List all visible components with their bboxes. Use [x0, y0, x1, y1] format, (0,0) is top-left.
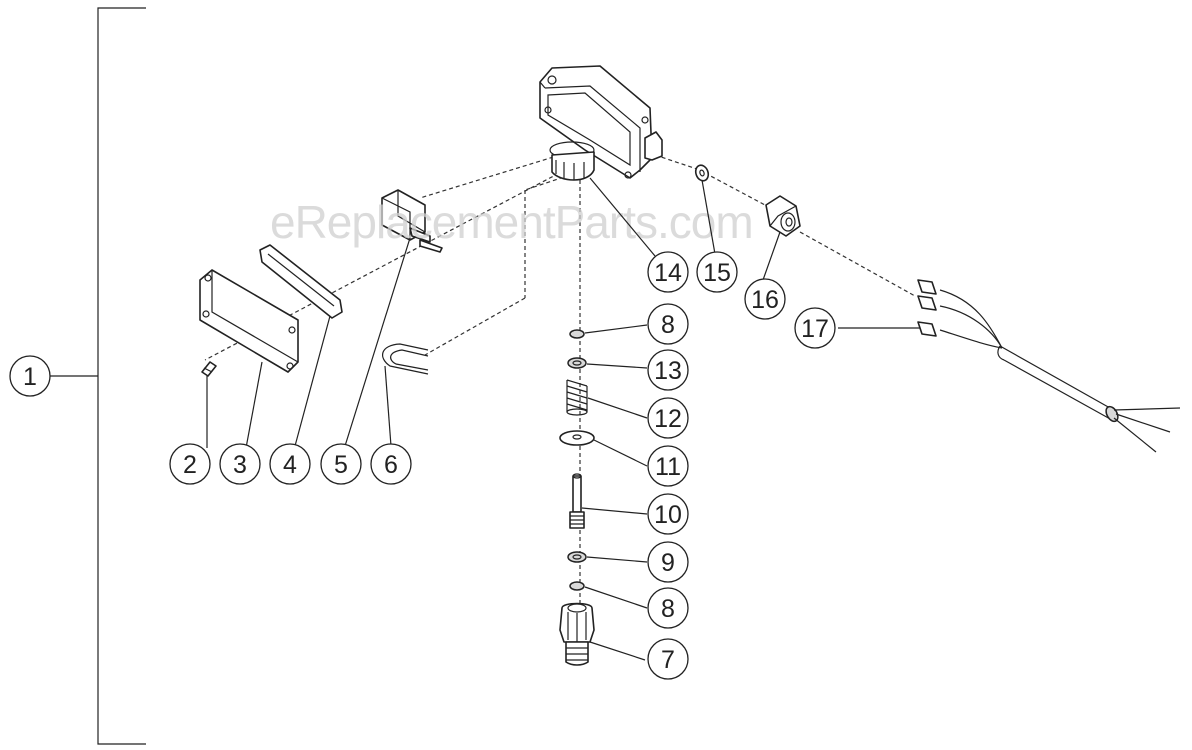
svg-text:6: 6	[384, 451, 398, 479]
fitting	[559, 602, 595, 666]
svg-text:16: 16	[751, 286, 779, 314]
retainer-clip	[382, 343, 429, 375]
callout-7: 7	[647, 638, 689, 680]
washer-top	[569, 329, 585, 339]
o-ring-lower	[567, 551, 587, 563]
svg-text:12: 12	[654, 405, 682, 433]
callout-8-top: 8	[647, 303, 689, 345]
svg-text:8: 8	[661, 311, 675, 339]
svg-text:1: 1	[23, 363, 37, 391]
switch-housing	[539, 65, 663, 181]
callout-16: 16	[744, 278, 786, 320]
svg-text:17: 17	[801, 315, 829, 343]
svg-text:2: 2	[183, 451, 197, 479]
callout-2: 2	[169, 443, 211, 485]
svg-text:15: 15	[703, 259, 731, 287]
power-cord	[917, 279, 1181, 453]
svg-text:4: 4	[283, 451, 297, 479]
svg-text:13: 13	[654, 357, 682, 385]
callout-17: 17	[794, 307, 836, 349]
svg-text:14: 14	[654, 259, 682, 287]
callout-4: 4	[269, 443, 311, 485]
svg-text:10: 10	[654, 501, 682, 529]
svg-text:11: 11	[655, 453, 681, 481]
microswitch	[381, 189, 443, 253]
cover-plate	[199, 269, 299, 373]
svg-text:7: 7	[661, 646, 675, 674]
callout-10: 10	[647, 493, 689, 535]
callout-15: 15	[696, 251, 738, 293]
callout-9: 9	[647, 541, 689, 583]
callout-5: 5	[320, 443, 362, 485]
callout-11: 11	[647, 445, 689, 487]
spring-seat-washer	[559, 430, 595, 446]
o-ring-upper	[567, 357, 587, 369]
callout-1: 1	[9, 355, 51, 397]
callout-3: 3	[219, 443, 261, 485]
strain-relief-nut	[765, 195, 801, 237]
callout-14: 14	[647, 251, 689, 293]
cover-gasket	[259, 244, 343, 319]
valve-pin	[569, 473, 585, 529]
svg-text:5: 5	[334, 451, 348, 479]
washer-bottom	[569, 581, 585, 591]
svg-text:3: 3	[233, 451, 247, 479]
cover-screw	[201, 361, 217, 377]
callout-13: 13	[647, 349, 689, 391]
svg-text:9: 9	[661, 549, 675, 577]
callout-leaders	[206, 177, 920, 661]
callout-8-bottom: 8	[647, 587, 689, 629]
callout-12: 12	[647, 397, 689, 439]
valve-parts-stack	[559, 329, 595, 666]
assembly-bracket	[50, 7, 146, 745]
spring	[566, 379, 588, 416]
callout-6: 6	[370, 443, 412, 485]
watermark: eReplacementParts.com	[270, 196, 753, 248]
svg-text:8: 8	[661, 595, 675, 623]
cord-washer	[694, 164, 710, 182]
